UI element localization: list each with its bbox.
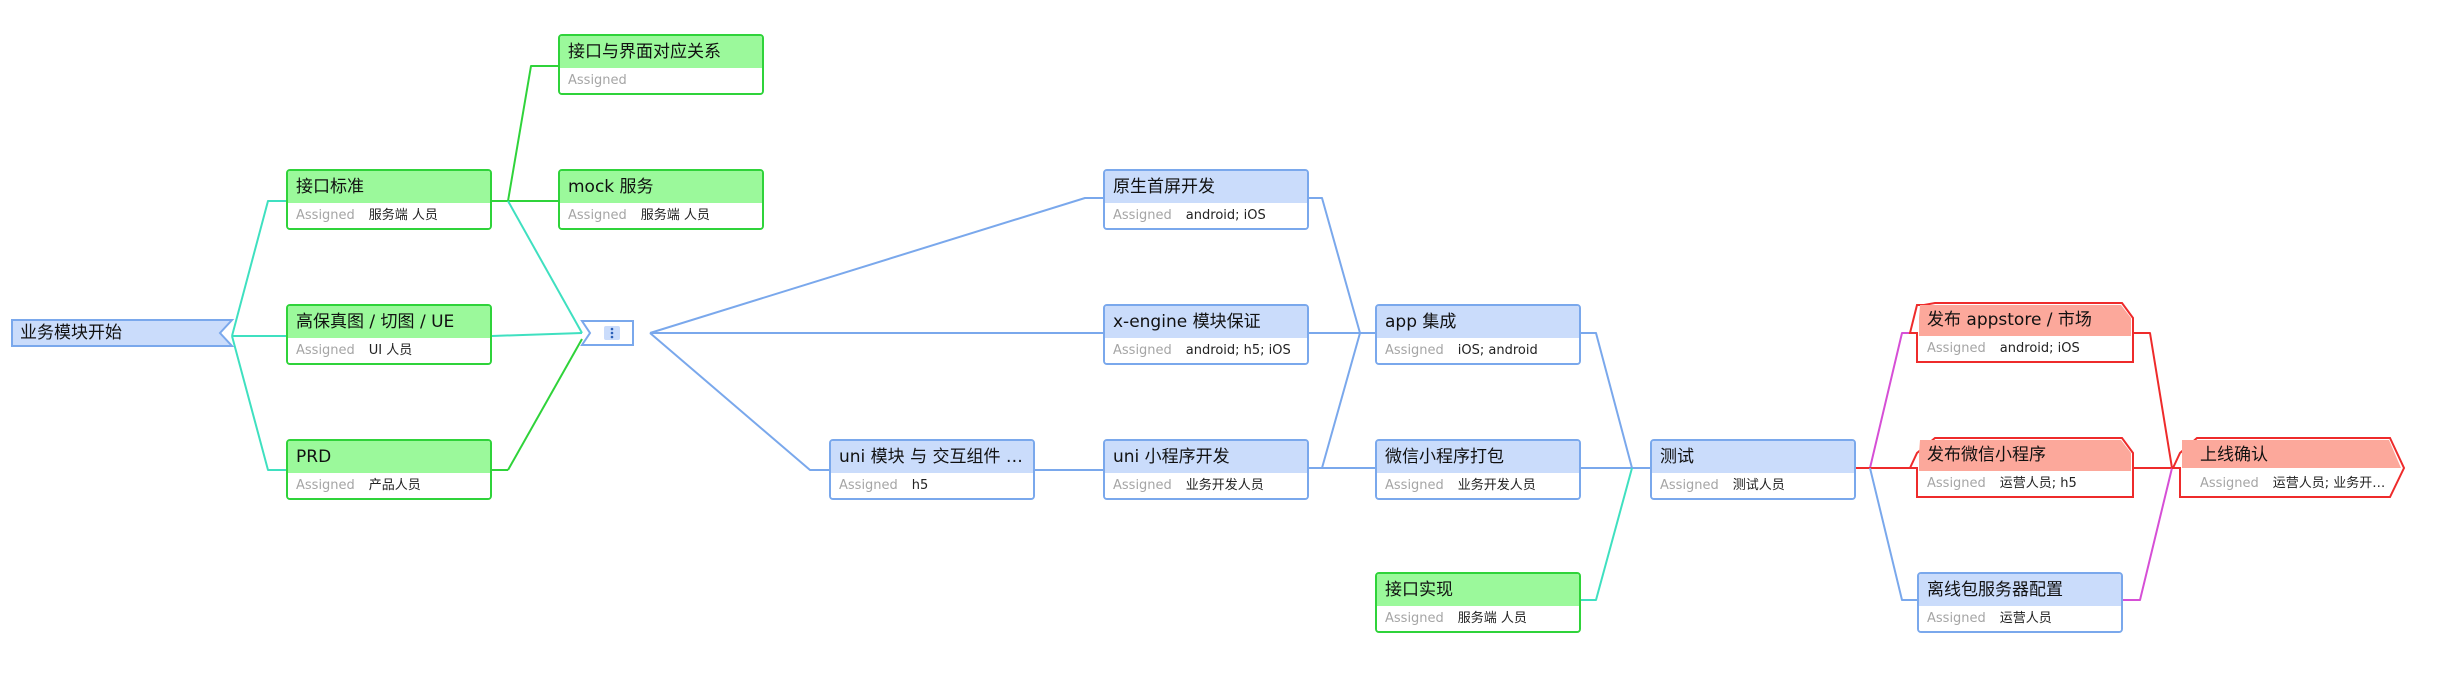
task-title: x-engine 模块保证 [1105,306,1307,338]
task-mock-service[interactable]: mock 服务 Assigned 服务端 人员 [558,169,764,230]
assigned-label: Assigned [1927,341,1986,356]
task-app-integration[interactable]: app 集成 Assigned iOS; android [1375,304,1581,365]
assigned-label: Assigned [296,343,355,358]
task-title: 离线包服务器配置 [1919,574,2121,606]
assigned-label: Assigned [839,478,898,493]
task-wechat-pack[interactable]: 微信小程序打包 Assigned 业务开发人员 [1375,439,1581,500]
assigned-label: Assigned [1113,208,1172,223]
task-title: 测试 [1652,441,1854,473]
assignee: 运营人员; h5 [1999,476,2077,491]
assignee: 服务端 人员 [368,208,438,223]
edge-offline-live [2123,467,2173,601]
assigned-label: Assigned [296,478,355,493]
edge-app-test [1581,332,1650,469]
edge-milestone-uni-module [649,332,829,471]
task-title: 发布微信小程序 [1927,445,2046,465]
edge-start-api-standard [231,200,286,337]
edge-start-prd [231,335,286,471]
assigned-label: Assigned [568,73,627,88]
assigned-label: Assigned [568,208,627,223]
start-node-title: 业务模块开始 [20,323,122,343]
task-prd[interactable]: PRD Assigned 产品人员 [286,439,492,500]
task-title: 原生首屏开发 [1105,171,1307,203]
edge-test-store [1856,332,1917,469]
task-title: 微信小程序打包 [1377,441,1579,473]
assignee: 服务端 人员 [1457,611,1527,626]
assigned-label: Assigned [2200,476,2259,491]
assignee: UI 人员 [368,343,413,358]
task-title: 接口实现 [1377,574,1579,606]
assigned-label: Assigned [1385,478,1444,493]
assignee: 业务开发人员 [1185,478,1264,493]
assignee: 业务开发人员 [1457,478,1536,493]
start-node[interactable]: 业务模块开始 [20,321,215,345]
task-title: 上线确认 [2200,445,2268,465]
edge-api-standard-mapping [492,65,558,202]
assigned-label: Assigned [1113,343,1172,358]
assignee: 运营人员 [1999,611,2052,626]
assignee: h5 [911,478,929,493]
assigned-label: Assigned [1927,611,1986,626]
assigned-label: Assigned [1385,611,1444,626]
task-title: mock 服务 [560,171,762,203]
task-title: uni 模块 与 交互组件 保证 [831,441,1033,473]
task-publish-store[interactable]: 发布 appstore / 市场 Assigned android; iOS [1919,305,2131,361]
assignee: 测试人员 [1732,478,1785,493]
task-go-live[interactable]: 上线确认 Assigned 运营人员; 业务开… [2182,440,2387,496]
edge-prd-milestone [507,338,583,471]
task-title: PRD [288,441,490,473]
edge-milestone-native [649,197,1103,334]
edge-hifi-milestone [491,332,583,337]
edge-uni-mini-app [1309,332,1361,469]
edge-mock-milestone [507,200,583,334]
edge-test-offline [1869,467,1917,601]
task-uni-module[interactable]: uni 模块 与 交互组件 保证 Assigned h5 [829,439,1035,500]
task-title: 高保真图 / 切图 / UE [288,306,490,338]
task-xengine[interactable]: x-engine 模块保证 Assigned android; h5; iOS [1103,304,1309,365]
task-title: 发布 appstore / 市场 [1927,310,2092,330]
assigned-label: Assigned [1385,343,1444,358]
task-api-mapping[interactable]: 接口与界面对应关系 Assigned [558,34,764,95]
task-title: app 集成 [1377,306,1579,338]
task-hifi-design[interactable]: 高保真图 / 切图 / UE Assigned UI 人员 [286,304,492,365]
task-uni-mini[interactable]: uni 小程序开发 Assigned 业务开发人员 [1103,439,1309,500]
task-title: 接口与界面对应关系 [560,36,762,68]
more-vertical-icon [610,327,614,339]
assignee: android; iOS [1999,341,2080,356]
edge-api-impl-test [1581,467,1633,601]
edge-native-app [1309,197,1375,334]
assigned-label: Assigned [1660,478,1719,493]
task-offline-server[interactable]: 离线包服务器配置 Assigned 运营人员 [1917,572,2123,633]
assignee: iOS; android [1457,343,1538,358]
assignee: 运营人员; 业务开… [2272,476,2385,491]
assigned-label: Assigned [1927,476,1986,491]
assignee: android; iOS [1185,208,1266,223]
task-title: 接口标准 [288,171,490,203]
task-api-impl[interactable]: 接口实现 Assigned 服务端 人员 [1375,572,1581,633]
assignee: 产品人员 [368,478,421,493]
edge-store-live [2133,332,2180,469]
task-title: uni 小程序开发 [1105,441,1307,473]
task-publish-wechat[interactable]: 发布微信小程序 Assigned 运营人员; h5 [1919,440,2131,496]
assignee: android; h5; iOS [1185,343,1291,358]
assignee: 服务端 人员 [640,208,710,223]
assigned-label: Assigned [296,208,355,223]
start-node-shape [11,319,235,347]
task-native-home[interactable]: 原生首屏开发 Assigned android; iOS [1103,169,1309,230]
task-api-standard[interactable]: 接口标准 Assigned 服务端 人员 [286,169,492,230]
assigned-label: Assigned [1113,478,1172,493]
task-test[interactable]: 测试 Assigned 测试人员 [1650,439,1856,500]
